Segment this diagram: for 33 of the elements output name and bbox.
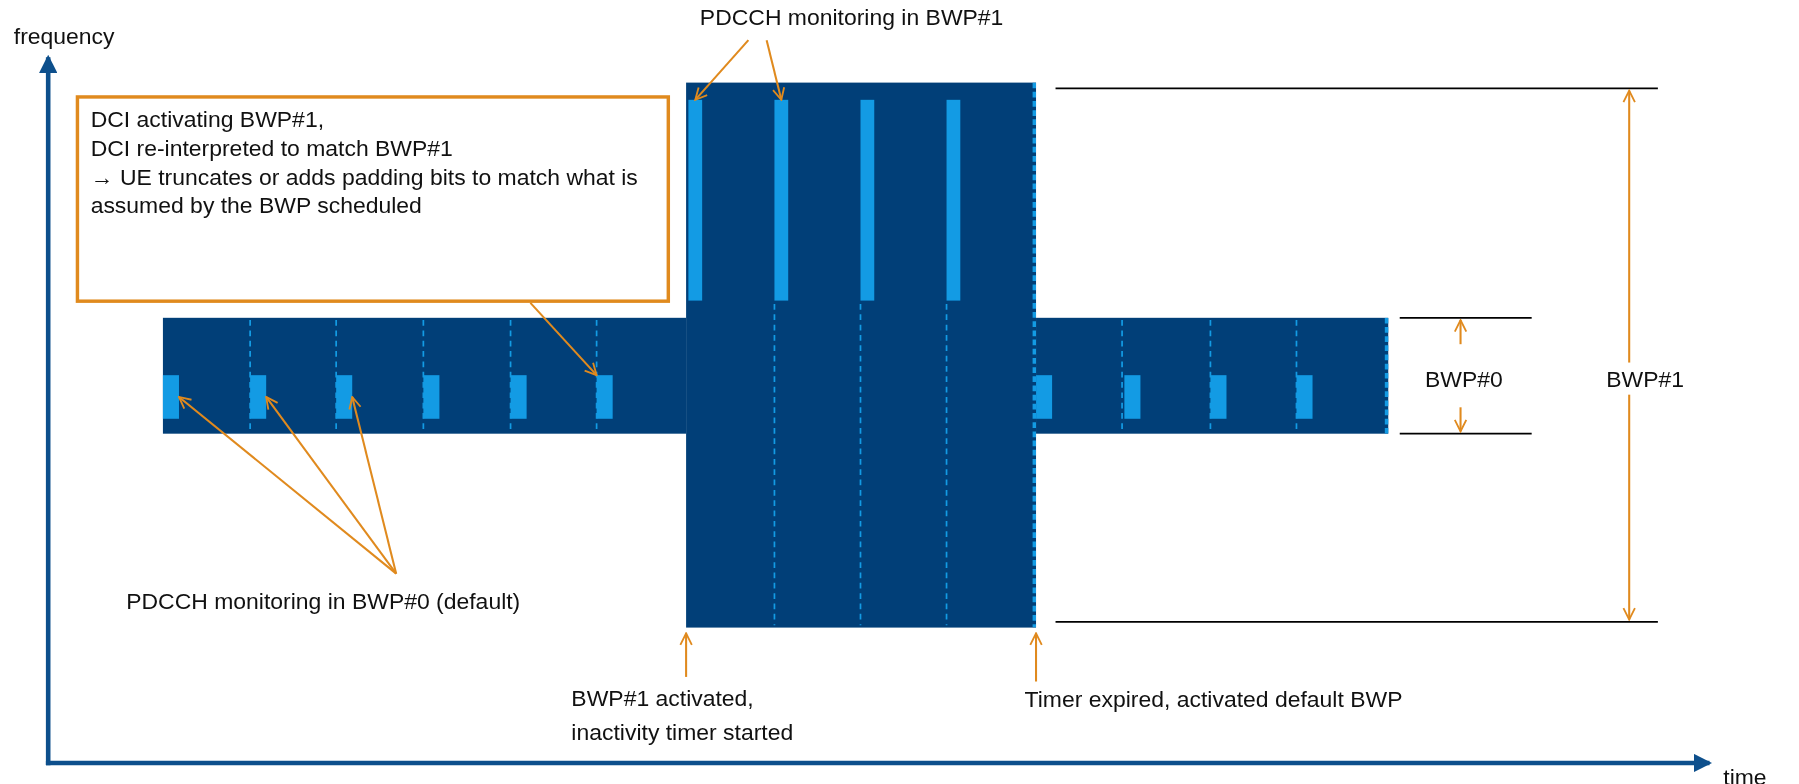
pdcch-marker xyxy=(1036,375,1053,419)
bandwidth-part-band xyxy=(686,82,1037,628)
bandwidth-part-band xyxy=(162,317,687,434)
annotation-text: PDCCH monitoring in BWP#1 xyxy=(699,3,1004,31)
callout-box xyxy=(75,95,671,303)
annotation-text: PDCCH monitoring in BWP#0 (default) xyxy=(126,587,521,615)
pdcch-marker xyxy=(423,375,440,419)
annotation-text: BWP#1 activated, inactivity timer started xyxy=(571,680,841,750)
pdcch-marker xyxy=(860,99,875,301)
callout-text: DCI activating BWP#1, xyxy=(90,105,326,134)
arrow xyxy=(1029,632,1043,682)
annotation-text: Timer expired, activated default BWP xyxy=(1024,684,1403,713)
pdcch-marker xyxy=(162,375,179,419)
arrow xyxy=(679,632,693,677)
leader-line xyxy=(178,396,397,575)
leader-line xyxy=(529,302,598,377)
pdcch-marker xyxy=(1296,375,1313,419)
leader-line xyxy=(765,39,786,101)
leader-line xyxy=(265,396,397,575)
pdcch-marker xyxy=(596,375,613,419)
leader-line xyxy=(348,396,398,574)
pdcch-marker xyxy=(250,375,267,419)
pdcch-marker xyxy=(1124,375,1141,419)
pdcch-marker xyxy=(1210,375,1227,419)
pdcch-marker xyxy=(774,99,789,301)
leader-line xyxy=(694,39,750,101)
pdcch-marker xyxy=(510,375,527,419)
bandwidth-part-band xyxy=(1036,317,1389,434)
pdcch-marker xyxy=(336,375,353,419)
pdcch-marker xyxy=(946,99,961,301)
callout-text: DCI re-interpreted to match BWP#1 xyxy=(90,134,454,163)
pdcch-marker xyxy=(688,99,703,301)
callout-text: → UE truncates or adds padding bits to match what is assumed by the BWP scheduled xyxy=(90,163,639,220)
